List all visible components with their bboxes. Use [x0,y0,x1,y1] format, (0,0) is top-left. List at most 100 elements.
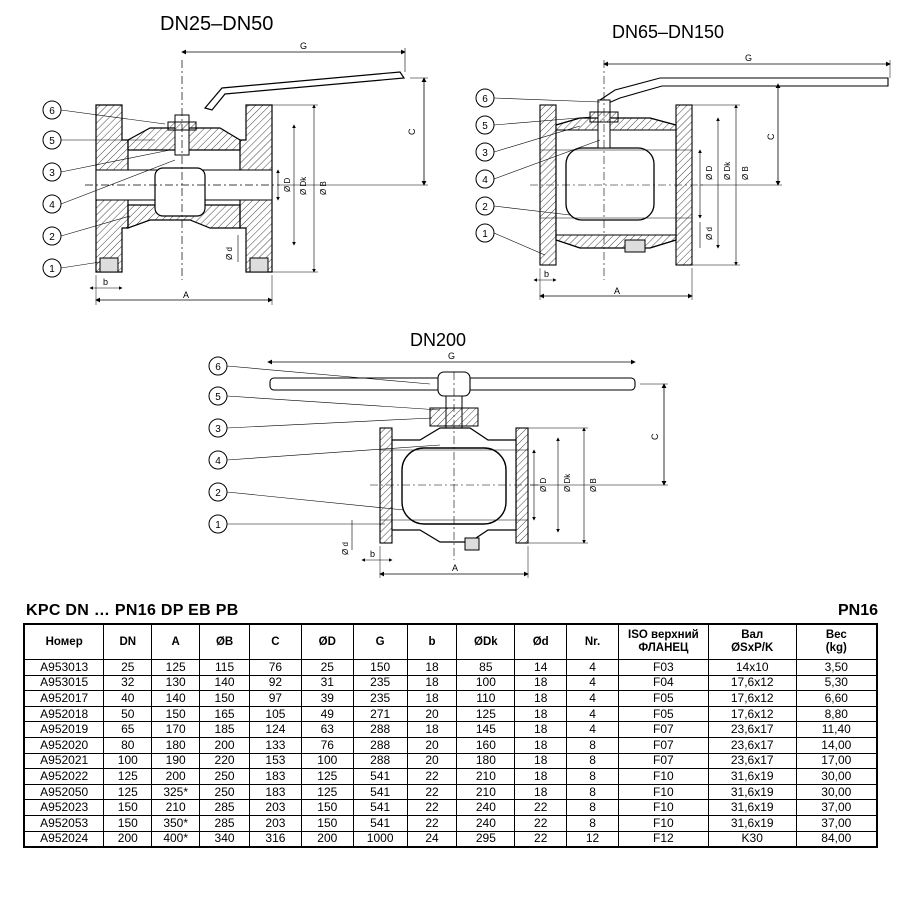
table-cell: 200 [199,736,250,754]
table-cell: 1000 [352,830,408,848]
table-cell: 32 [103,674,153,692]
table-cell: A952024 [23,830,105,848]
table-cell: A952022 [23,768,105,785]
spec-header-cell: Ød [514,623,568,660]
spec-header-cell: b [406,623,458,660]
table-cell: 350* [151,814,201,832]
svg-text:G: G [448,351,455,361]
table-cell: 110 [456,690,516,707]
svg-text:3: 3 [482,148,488,159]
table-cell: 288 [352,721,408,738]
table-cell: 125 [456,705,516,723]
table-cell: 76 [300,736,354,754]
table-cell: F10 [617,783,709,801]
table-cell: 22 [406,799,458,816]
table-cell: F12 [617,830,709,848]
table-cell: 39 [300,690,354,707]
table-cell: 31,6x19 [707,768,797,785]
table-cell: 541 [352,799,408,816]
table-cell: A952053 [23,814,105,832]
table-cell: 285 [199,814,250,832]
table-cell: A953015 [23,674,105,692]
svg-text:G: G [300,41,307,51]
table-cell: 145 [456,721,516,738]
table-cell: 316 [249,830,302,848]
table-cell: F04 [617,674,709,692]
table-cell: 22 [406,783,458,801]
table-cell: 63 [300,721,354,738]
table-cell: 4 [566,659,619,676]
table-cell: F10 [617,799,709,816]
table-cell: 4 [566,674,619,692]
table-cell: 190 [151,752,201,770]
table-cell: 25 [103,659,153,676]
table-cell: 235 [352,690,408,707]
table-cell: 100 [300,752,354,770]
spec-header-cell: DN [103,623,153,660]
svg-text:Ø Dk: Ø Dk [723,161,732,180]
table-cell: 37,00 [795,814,878,832]
svg-text:A: A [183,290,189,300]
spec-header-cell: Вес(kg) [795,623,878,660]
drawing-dn65-dn150: DN65–DN150 G C Ø D Ø Dk Ø [475,22,891,300]
table-cell: 4 [566,705,619,723]
table-cell: 150 [151,705,201,723]
spec-title: KPC DN … PN16 DP EB PB [26,602,239,619]
table-cell: 92 [249,674,302,692]
table-cell: 8,80 [795,705,878,723]
svg-text:5: 5 [215,392,221,403]
svg-text:Ø d: Ø d [225,247,234,260]
svg-text:Ø d: Ø d [341,542,350,555]
table-cell: 295 [456,830,516,848]
table-cell: 24 [406,830,458,848]
table-cell: 133 [249,736,302,754]
svg-text:5: 5 [482,121,488,132]
table-cell: 30,00 [795,768,878,785]
svg-text:3: 3 [215,424,221,435]
table-cell: 288 [352,736,408,754]
table-cell: 17,00 [795,752,878,770]
drawing-title-small: DN25–DN50 [160,13,273,35]
table-cell: 125 [151,659,201,676]
svg-text:4: 4 [482,175,488,186]
svg-text:4: 4 [215,456,221,467]
svg-text:b: b [370,549,375,559]
drawing-title-medium: DN65–DN150 [612,22,724,42]
table-cell: 31 [300,674,354,692]
table-cell: 115 [199,659,250,676]
table-cell: A952019 [23,721,105,738]
table-cell: 180 [456,752,516,770]
table-cell: 140 [151,690,201,707]
table-cell: 5,30 [795,674,878,692]
svg-text:3: 3 [49,168,55,179]
table-cell: 8 [566,768,619,785]
spec-header-cell: C [249,623,302,660]
table-cell: 203 [249,799,302,816]
table-cell: 22 [514,830,568,848]
table-cell: 14,00 [795,736,878,754]
svg-text:6: 6 [215,362,221,373]
svg-text:b: b [103,277,108,287]
svg-text:Ø D: Ø D [705,166,714,180]
svg-text:2: 2 [215,488,221,499]
table-cell: 271 [352,705,408,723]
table-cell: 153 [249,752,302,770]
table-cell: 150 [103,814,153,832]
table-cell: F03 [617,659,709,676]
table-cell: 11,40 [795,721,878,738]
table-cell: 220 [199,752,250,770]
table-cell: 31,6x19 [707,783,797,801]
svg-text:2: 2 [482,202,488,213]
svg-text:Ø B: Ø B [741,166,750,180]
table-cell: 22 [514,814,568,832]
table-cell: 541 [352,783,408,801]
table-cell: 100 [103,752,153,770]
table-cell: 150 [352,659,408,676]
drawing-dn200: DN200 G C Ø D Ø Dk Ø B [208,330,668,578]
